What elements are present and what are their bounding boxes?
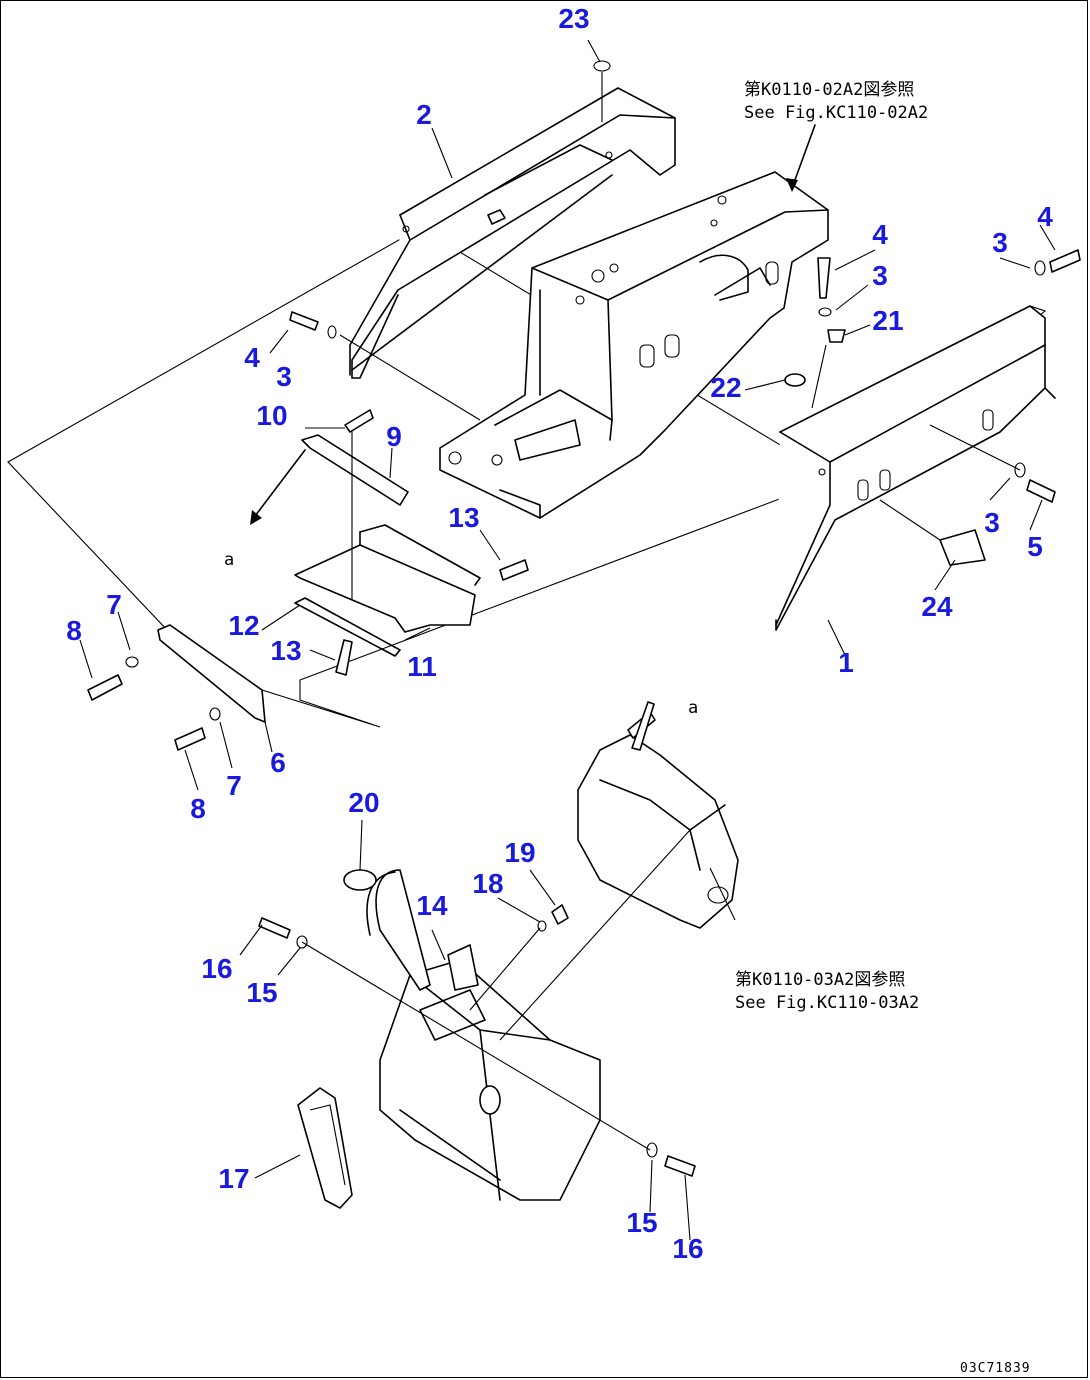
bolt-line-4 <box>339 334 481 421</box>
part-20-cap <box>343 869 377 891</box>
lower-bracket <box>577 711 739 929</box>
document-code: 03C71839 <box>960 1361 1031 1376</box>
leader-lines <box>79 39 1056 1241</box>
part-17-pedal <box>297 1087 353 1209</box>
part-2-cover <box>349 87 676 379</box>
part-label-17: 17 <box>218 1163 249 1194</box>
direction-arrowhead <box>250 510 262 525</box>
part-label-3: 3 <box>984 507 1000 538</box>
part-label-21: 21 <box>872 305 903 336</box>
part-label-16: 16 <box>201 953 232 984</box>
part-label-7: 7 <box>226 770 242 801</box>
pedal-groove <box>309 1104 346 1186</box>
part-label-16: 16 <box>672 1233 703 1264</box>
part-label-10: 10 <box>256 400 287 431</box>
part-label-5: 5 <box>1027 531 1043 562</box>
ref-arrowhead-top <box>786 178 798 192</box>
part-label-2: 2 <box>416 99 432 130</box>
marker-a-bottom: a <box>688 698 698 718</box>
ref-arrow-bottom <box>709 867 736 921</box>
part-center-frame <box>439 171 829 519</box>
part-label-24: 24 <box>921 591 953 622</box>
part-label-15: 15 <box>626 1207 657 1238</box>
bolt-line-21 <box>811 344 827 409</box>
part-label-4: 4 <box>872 219 888 250</box>
part-label-7: 7 <box>106 589 122 620</box>
part-label-20: 20 <box>348 787 379 818</box>
part-label-14: 14 <box>416 890 448 921</box>
bolt-line-5 <box>929 424 1021 471</box>
part-labels: 1233334445677889101112131314151516161718… <box>66 3 1053 1264</box>
part-label-8: 8 <box>190 793 206 824</box>
washer-15-right <box>646 1142 658 1158</box>
part-label-15: 15 <box>246 977 277 1008</box>
part-label-19: 19 <box>504 837 535 868</box>
marker-a-top: a <box>224 550 234 570</box>
link-line <box>499 829 691 1041</box>
part-label-3: 3 <box>872 260 888 291</box>
ref-bottom-jp: 第K0110-03A2図参照 <box>735 970 905 990</box>
part-label-13: 13 <box>270 635 301 666</box>
nut-19 <box>551 904 569 925</box>
part-label-3: 3 <box>992 227 1008 258</box>
part-label-23: 23 <box>558 3 589 34</box>
part-label-12: 12 <box>228 610 259 641</box>
part-label-18: 18 <box>472 868 503 899</box>
ref-top-jp: 第K0110-02A2図参照 <box>744 80 914 100</box>
fasteners <box>87 60 1081 751</box>
bolt-16-right <box>664 1155 696 1177</box>
bolt-16-left <box>258 917 291 939</box>
part-label-3: 3 <box>276 361 292 392</box>
part-label-9: 9 <box>386 421 402 452</box>
part-label-11: 11 <box>407 651 437 682</box>
part-label-13: 13 <box>448 502 479 533</box>
direction-arrow <box>251 449 306 521</box>
bolt-upper-a <box>631 701 655 751</box>
part-label-1: 1 <box>838 647 854 678</box>
part-label-8: 8 <box>66 615 82 646</box>
bolt-line-18 <box>469 927 541 1011</box>
parts-9-11-12 <box>294 434 481 657</box>
line-24 <box>879 499 941 541</box>
part-label-4: 4 <box>244 342 260 373</box>
part-1-cover <box>775 305 1056 631</box>
ref-arrow-top <box>791 124 816 189</box>
part-label-6: 6 <box>270 747 286 778</box>
part-label-22: 22 <box>710 372 741 403</box>
ref-bottom-en: See Fig.KC110-03A2 <box>735 993 919 1013</box>
part-label-4: 4 <box>1037 201 1053 232</box>
bolt-line-15-16 <box>301 941 651 1151</box>
ref-top-en: See Fig.KC110-02A2 <box>744 103 928 123</box>
